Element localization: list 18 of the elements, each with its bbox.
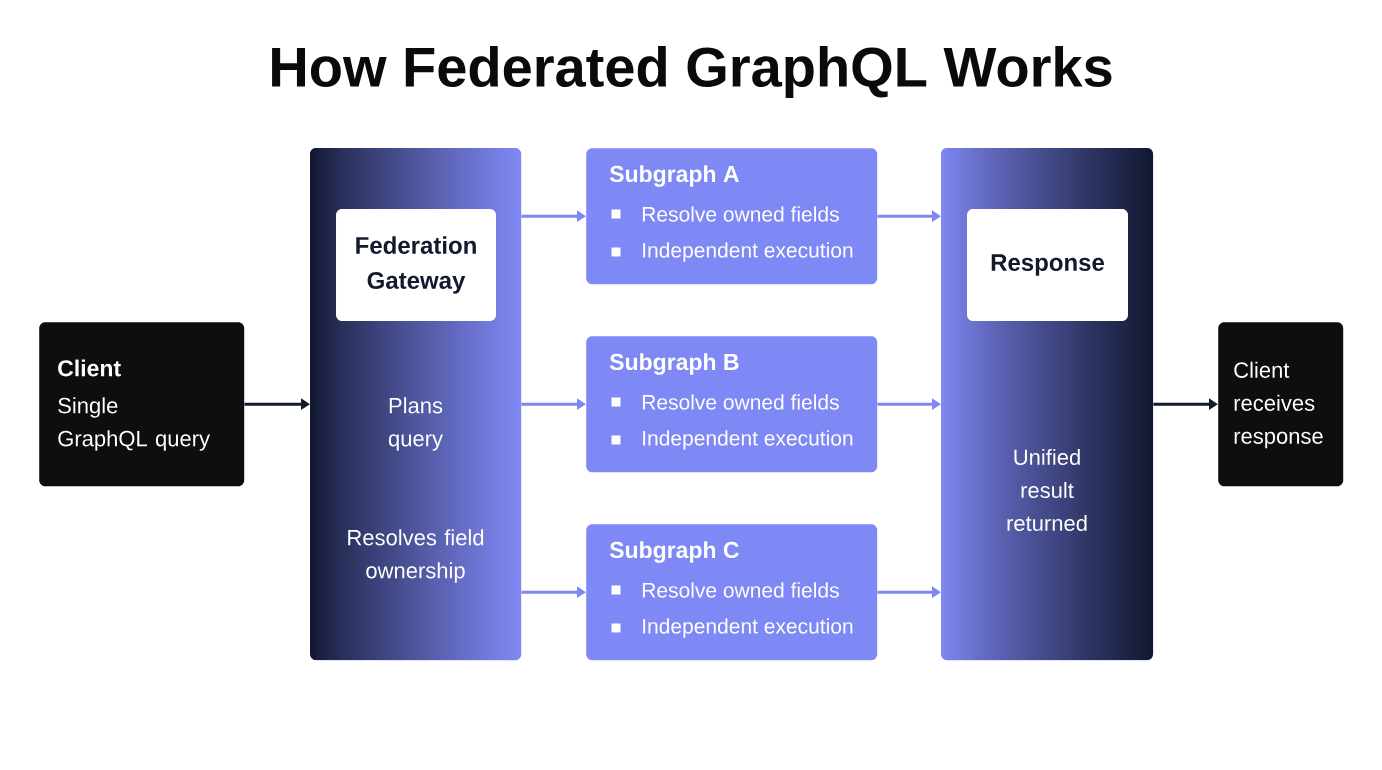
card-text: Single GraphQL query <box>58 397 210 451</box>
card-heading: Client <box>58 359 121 377</box>
bullet-text: Independent execution <box>643 242 853 262</box>
card-text: Client receives response <box>1234 361 1323 449</box>
bullet-text: Resolve owned fields <box>642 582 839 598</box>
label-box: Federation Gateway <box>336 209 496 321</box>
bullet-text: Independent execution <box>643 430 853 450</box>
bullet-text: Independent execution <box>643 618 853 638</box>
panel-text: Plans query <box>388 397 443 451</box>
panel-text: Resolves field ownership <box>348 529 484 583</box>
bullet-text: Resolve owned fields <box>642 394 839 410</box>
label-box: Response <box>967 209 1128 321</box>
card-heading: Subgraph A <box>609 165 739 187</box>
card-heading: Subgraph C <box>609 541 739 563</box>
card-heading: Subgraph B <box>609 353 739 375</box>
panel-text: Unified result returned <box>1007 448 1087 532</box>
bullet-text: Resolve owned fields <box>642 206 839 222</box>
title: How Federated GraphQL Works <box>272 45 1112 99</box>
